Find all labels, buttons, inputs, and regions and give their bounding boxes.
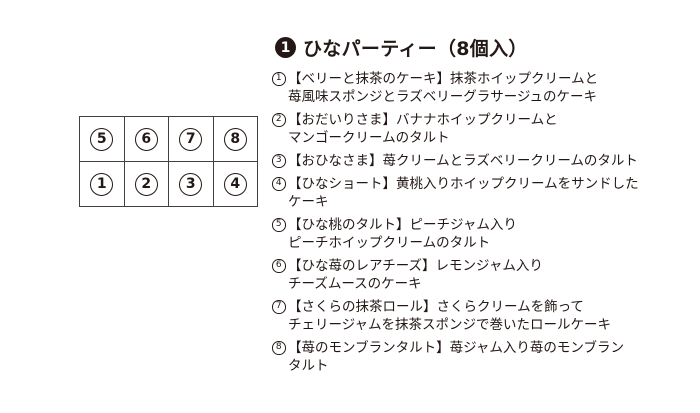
section-title-text: ひなパーティー（8個入） xyxy=(303,38,528,60)
circled-number: 2 xyxy=(134,172,158,196)
item-text-line: タルト xyxy=(288,358,329,374)
circled-number: 5 xyxy=(90,127,114,151)
item-text-line: ケーキ xyxy=(288,194,329,210)
section-number-badge: 1 xyxy=(275,37,296,58)
grid-cell: 7 xyxy=(168,117,213,161)
circled-number: 3 xyxy=(272,154,286,168)
circled-number: 8 xyxy=(272,341,286,355)
circled-number: 1 xyxy=(90,172,114,196)
circled-number: 1 xyxy=(272,72,286,86)
item-text-line: 【ひなショート】黄桃入りホイップクリームをサンドした xyxy=(288,176,639,192)
list-item: 5【ひな桃のタルト】ピーチジャム入りピーチホイップクリームのタルト xyxy=(272,216,684,252)
list-item: 7【さくらの抹茶ロール】さくらクリームを飾ってチェリージャムを抹茶スポンジで巻い… xyxy=(272,298,684,334)
grid-cell: 8 xyxy=(212,117,258,161)
item-text-line: 【ベリーと抹茶のケーキ】抹茶ホイップクリームと xyxy=(288,71,599,87)
list-item: 3【おひなさま】苺クリームとラズベリークリームのタルト xyxy=(272,152,684,170)
list-item: 2【おだいりさま】バナナホイップクリームとマンゴークリームのタルト xyxy=(272,111,684,147)
circled-number: 4 xyxy=(223,172,247,196)
list-item: 8【苺のモンブランタルト】苺ジャム入り苺のモンブランタルト xyxy=(272,339,684,375)
grid-cell: 3 xyxy=(168,162,213,206)
circled-number: 7 xyxy=(272,300,286,314)
list-item: 6【ひな苺のレアチーズ】レモンジャム入りチーズムースのケーキ xyxy=(272,257,684,293)
circled-number: 6 xyxy=(134,127,158,151)
grid-cell: 1 xyxy=(80,162,124,206)
item-text-line: 【ひな苺のレアチーズ】レモンジャム入り xyxy=(288,258,543,274)
grid-cell: 6 xyxy=(123,117,169,161)
circled-number: 8 xyxy=(223,127,247,151)
grid-cell: 5 xyxy=(80,117,124,161)
item-text-line: チーズムースのケーキ xyxy=(288,276,422,292)
circled-number: 7 xyxy=(179,127,203,151)
item-text-line: 苺風味スポンジとラズベリーグラサージュのケーキ xyxy=(288,89,598,105)
item-text-line: 【苺のモンブランタルト】苺ジャム入り苺のモンブラン xyxy=(288,340,625,356)
item-text-line: マンゴークリームのタルト xyxy=(288,130,450,146)
item-text-line: 【ひな桃のタルト】ピーチジャム入り xyxy=(288,217,517,233)
item-text-line: ピーチホイップクリームのタルト xyxy=(288,235,491,251)
item-text-line: 【さくらの抹茶ロール】さくらクリームを飾って xyxy=(288,299,584,315)
grid-cell: 4 xyxy=(212,162,258,206)
grid-cell: 2 xyxy=(123,162,169,206)
item-text-line: チェリージャムを抹茶スポンジで巻いたロールケーキ xyxy=(288,317,612,333)
list-item: 1【ベリーと抹茶のケーキ】抹茶ホイップクリームと苺風味スポンジとラズベリーグラサ… xyxy=(272,70,684,106)
circled-number: 6 xyxy=(272,259,286,273)
item-list: 1【ベリーと抹茶のケーキ】抹茶ホイップクリームと苺風味スポンジとラズベリーグラサ… xyxy=(272,70,684,375)
circled-number: 5 xyxy=(272,218,286,232)
circled-number: 4 xyxy=(272,177,286,191)
list-item: 4【ひなショート】黄桃入りホイップクリームをサンドしたケーキ xyxy=(272,175,684,211)
section-title: 1 ひなパーティー（8個入） xyxy=(275,34,528,61)
circled-number: 3 xyxy=(179,172,203,196)
circled-number: 2 xyxy=(272,113,286,127)
item-text-line: 【おひなさま】苺クリームとラズベリークリームのタルト xyxy=(288,153,638,169)
item-text-line: 【おだいりさま】バナナホイップクリームと xyxy=(288,112,558,128)
